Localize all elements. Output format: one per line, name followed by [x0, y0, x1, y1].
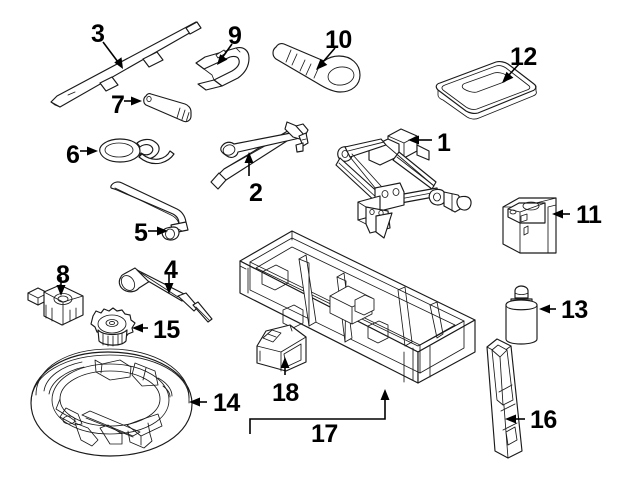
callout-label-3[interactable]: 3: [91, 20, 105, 48]
callout-label-7[interactable]: 7: [111, 91, 125, 119]
callout-label-11[interactable]: 11: [576, 201, 602, 229]
callout-label-4[interactable]: 4: [164, 256, 178, 284]
part-compressor-housing-block[interactable]: [502, 197, 557, 254]
callout-label-6[interactable]: 6: [66, 141, 80, 169]
part-hook-puller-tool[interactable]: [195, 46, 250, 91]
part-knurled-gear-knob[interactable]: [90, 307, 136, 347]
callout-label-12[interactable]: 12: [510, 43, 537, 71]
part-tow-eye-hook[interactable]: [272, 43, 361, 93]
callout-label-10[interactable]: 10: [325, 26, 352, 54]
part-scissor-jack[interactable]: [335, 128, 472, 239]
part-screwdriver[interactable]: [118, 267, 213, 323]
leader-lines: [56, 41, 570, 434]
callout-label-16[interactable]: 16: [530, 406, 557, 434]
callout-label-17[interactable]: 17: [311, 420, 338, 448]
callout-label-5[interactable]: 5: [134, 219, 148, 247]
part-socket-adapter-pin[interactable]: [143, 93, 192, 123]
callout-label-18[interactable]: 18: [272, 379, 299, 407]
part-extension-rod[interactable]: [50, 21, 202, 108]
callout-label-2[interactable]: 2: [249, 179, 263, 207]
callout-label-9[interactable]: 9: [228, 22, 242, 50]
part-jack-handle-crank[interactable]: [210, 121, 309, 190]
callout-label-13[interactable]: 13: [561, 296, 588, 324]
callout-label-8[interactable]: 8: [56, 261, 70, 289]
part-cover-pad-plate[interactable]: [435, 61, 537, 120]
part-connector-block[interactable]: [27, 284, 84, 326]
callout-label-14[interactable]: 14: [213, 389, 240, 417]
callout-label-15[interactable]: 15: [153, 316, 180, 344]
part-sealant-bottle[interactable]: [505, 285, 538, 345]
part-storage-tray[interactable]: [239, 230, 476, 384]
part-long-retainer-bracket[interactable]: [486, 338, 523, 459]
part-spring-wire-clip[interactable]: [99, 138, 175, 165]
part-round-foam-tool-tray[interactable]: [30, 348, 193, 457]
callout-label-1[interactable]: 1: [437, 129, 451, 157]
part-wheel-chock[interactable]: [256, 324, 307, 372]
